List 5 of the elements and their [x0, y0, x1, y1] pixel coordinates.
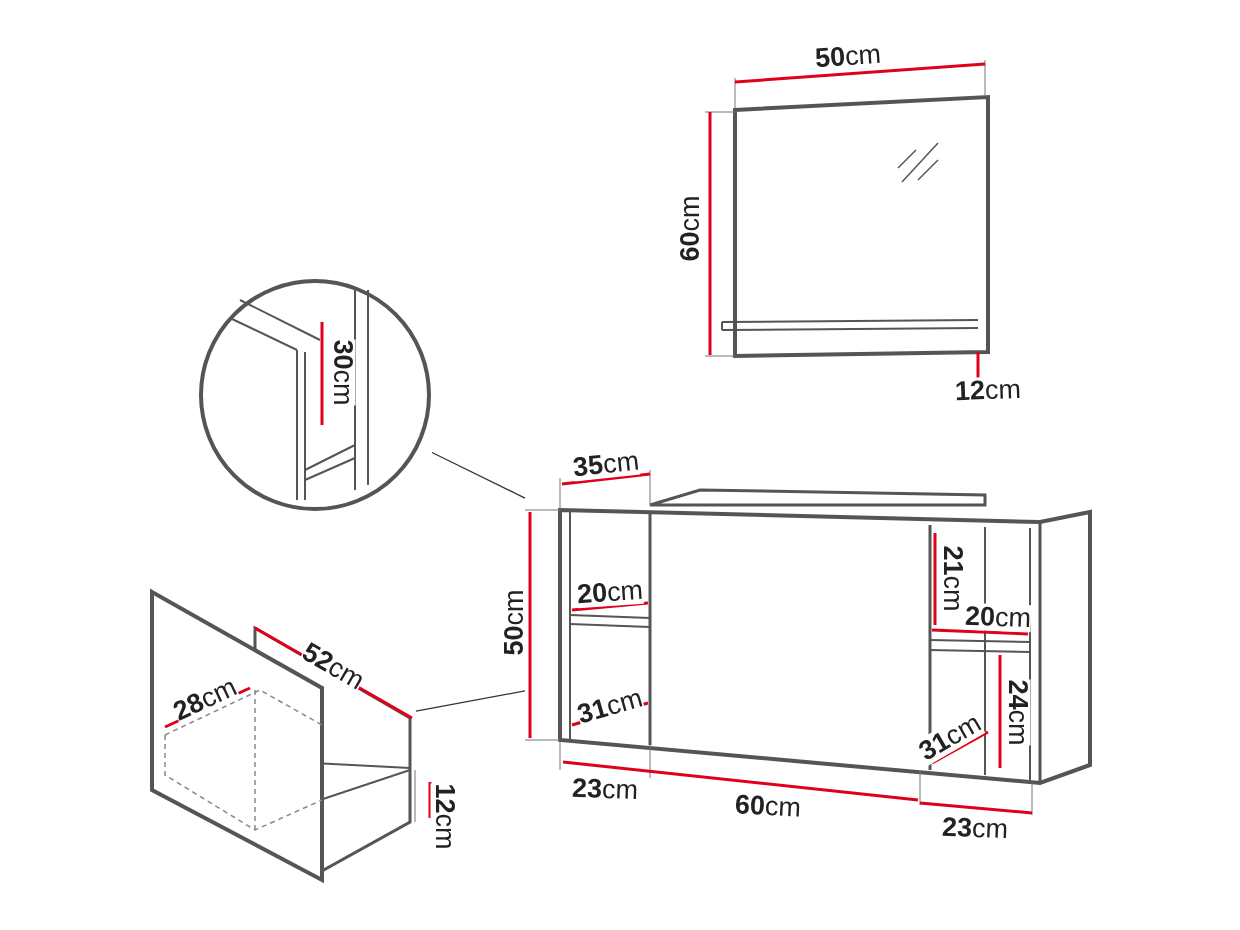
- leader-line: [431, 451, 526, 499]
- dimension-label: 12cm: [430, 783, 458, 849]
- leader-line: [415, 690, 526, 712]
- dimension-label: 20cm: [964, 602, 1032, 632]
- detail-magnifier-drawing: [198, 278, 432, 512]
